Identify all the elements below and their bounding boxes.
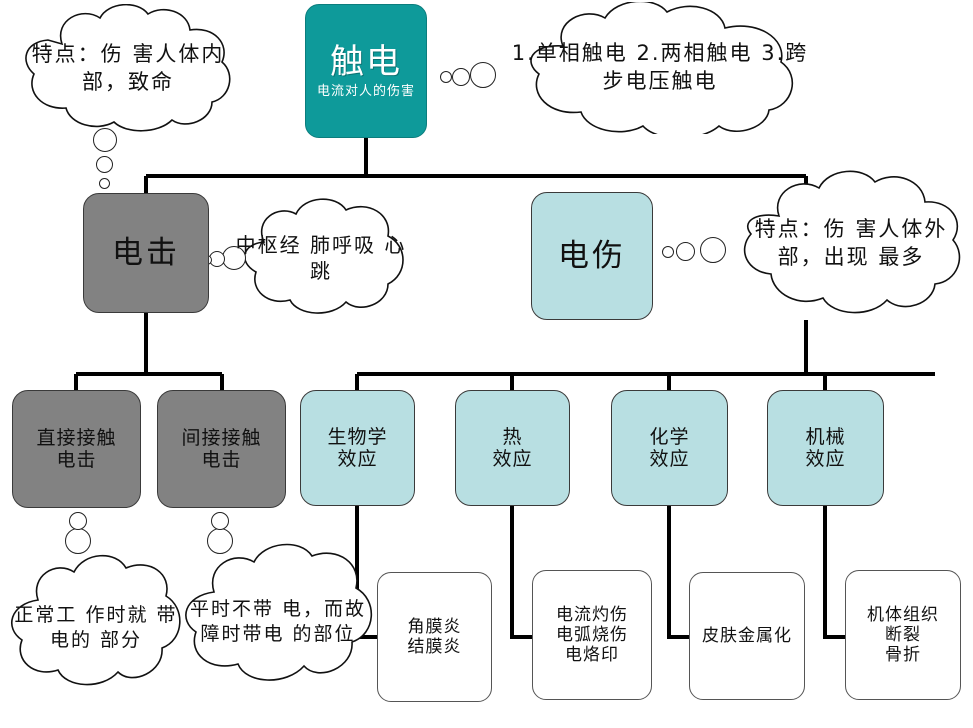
cloud-indirect-contact: 平时不带 电，而故 障时带电 的部位: [176, 538, 380, 706]
cloud-contact-tail-bubble-large: [470, 62, 496, 88]
cloud-injury-tail-bubble-small: [662, 246, 674, 258]
leaf-tissue-rupture[interactable]: 机体组织 断裂 骨折: [845, 570, 961, 700]
node-label-line: 效应: [805, 448, 846, 470]
node-label-line: 效应: [649, 448, 690, 470]
cloud-shape-icon: [743, 170, 961, 314]
leaf-label-line: 断裂: [885, 624, 921, 645]
cloud-contact-types-text: 1.单相触电 2.两相触电 3.跨步电压触电: [511, 41, 809, 93]
node-thermal-effect[interactable]: 热 效应: [455, 390, 570, 506]
node-dianji-label: 电击: [112, 234, 180, 271]
cloud-tail-bubble-small: [99, 178, 110, 189]
leaf-label-line: 电烙印: [565, 645, 619, 666]
leaf-label-line: 机体组织: [867, 604, 939, 625]
cloud-shape-icon: [11, 554, 181, 686]
cloud-injury-feature: 特点：伤 害人体外 部，出现 最多: [735, 168, 967, 320]
node-dianshang[interactable]: 电伤: [531, 192, 653, 320]
node-label-line: 间接接触: [181, 426, 262, 449]
cloud-shape-icon: [530, 2, 793, 134]
cloud-indirect-tail-bubble-large: [207, 528, 233, 554]
node-label-line: 电击: [56, 449, 97, 471]
leaf-skin-metallization[interactable]: 皮肤金属化: [689, 572, 805, 700]
cloud-direct-tail-bubble-small: [69, 512, 87, 530]
cloud-direct-contact: 正常工 作时就 带电的 部分: [4, 548, 188, 708]
node-dianshang-label: 电伤: [558, 237, 626, 274]
cloud-organs-tail-bubble-large: [222, 246, 246, 270]
cloud-shock-organs: 中枢经 肺呼吸 心跳: [228, 194, 414, 322]
node-mechanical-effect[interactable]: 机械 效应: [767, 390, 884, 506]
node-label-line: 机械: [805, 425, 846, 448]
cloud-contact-tail-bubble-medium: [452, 68, 470, 86]
cloud-indirect-tail-bubble-small: [211, 512, 229, 530]
node-biological-effect[interactable]: 生物学 效应: [300, 390, 415, 506]
cloud-shock-organs-text: 中枢经 肺呼吸 心跳: [235, 232, 407, 283]
cloud-shape-icon: [25, 4, 231, 132]
node-root-electric-shock[interactable]: 触电 电流对人的伤害: [305, 4, 427, 138]
leaf-burns[interactable]: 电流灼伤 电弧烧伤 电烙印: [532, 570, 652, 700]
cloud-injury-feature-text: 特点：伤 害人体外 部，出现 最多: [754, 217, 948, 269]
node-label-line: 化学: [649, 425, 690, 448]
node-chemical-effect[interactable]: 化学 效应: [611, 390, 728, 506]
node-label-line: 生物学: [327, 425, 388, 448]
node-label-line: 热: [502, 425, 523, 448]
leaf-label-line: 皮肤金属化: [702, 625, 792, 646]
leaf-label-line: 骨折: [885, 645, 921, 666]
node-label-line: 电击: [201, 449, 242, 471]
cloud-contact-tail-bubble-small: [440, 71, 452, 83]
node-indirect-contact-shock[interactable]: 间接接触 电击: [157, 390, 286, 508]
leaf-label-line: 角膜炎: [407, 616, 462, 637]
cloud-injury-tail-bubble-large: [700, 237, 726, 263]
cloud-contact-types: 1.单相触电 2.两相触电 3.跨步电压触电: [505, 2, 815, 134]
cloud-direct-tail-bubble-large: [65, 528, 91, 554]
leaf-label-line: 电弧烧伤: [556, 624, 628, 645]
cloud-shape-icon: [185, 543, 373, 681]
cloud-indirect-contact-text: 平时不带 电，而故 障时带电 的部位: [189, 597, 367, 645]
node-label-line: 效应: [492, 448, 533, 470]
root-title: 触电: [330, 42, 402, 83]
cloud-injury-tail-bubble-medium: [676, 242, 695, 261]
node-direct-contact-shock[interactable]: 直接接触 电击: [12, 390, 141, 508]
leaf-label-line: 电流灼伤: [556, 604, 628, 625]
cloud-shock-feature-text: 特点：伤 害人体内 部，致命: [31, 42, 225, 94]
node-label-line: 效应: [337, 448, 378, 470]
node-label-line: 直接接触: [36, 426, 117, 449]
cloud-shape-icon: [244, 198, 404, 314]
cloud-tail-bubble-medium: [96, 156, 113, 173]
cloud-tail-bubble-large: [93, 128, 117, 152]
cloud-direct-contact-text: 正常工 作时就 带电的 部分: [14, 603, 178, 651]
leaf-label-line: 结膜炎: [407, 637, 462, 657]
leaf-keratitis[interactable]: 角膜炎 结膜炎: [377, 572, 492, 702]
root-subtitle: 电流对人的伤害: [316, 84, 415, 100]
cloud-shock-feature: 特点：伤 害人体内 部，致命: [8, 4, 248, 134]
node-dianji[interactable]: 电击: [83, 193, 209, 313]
